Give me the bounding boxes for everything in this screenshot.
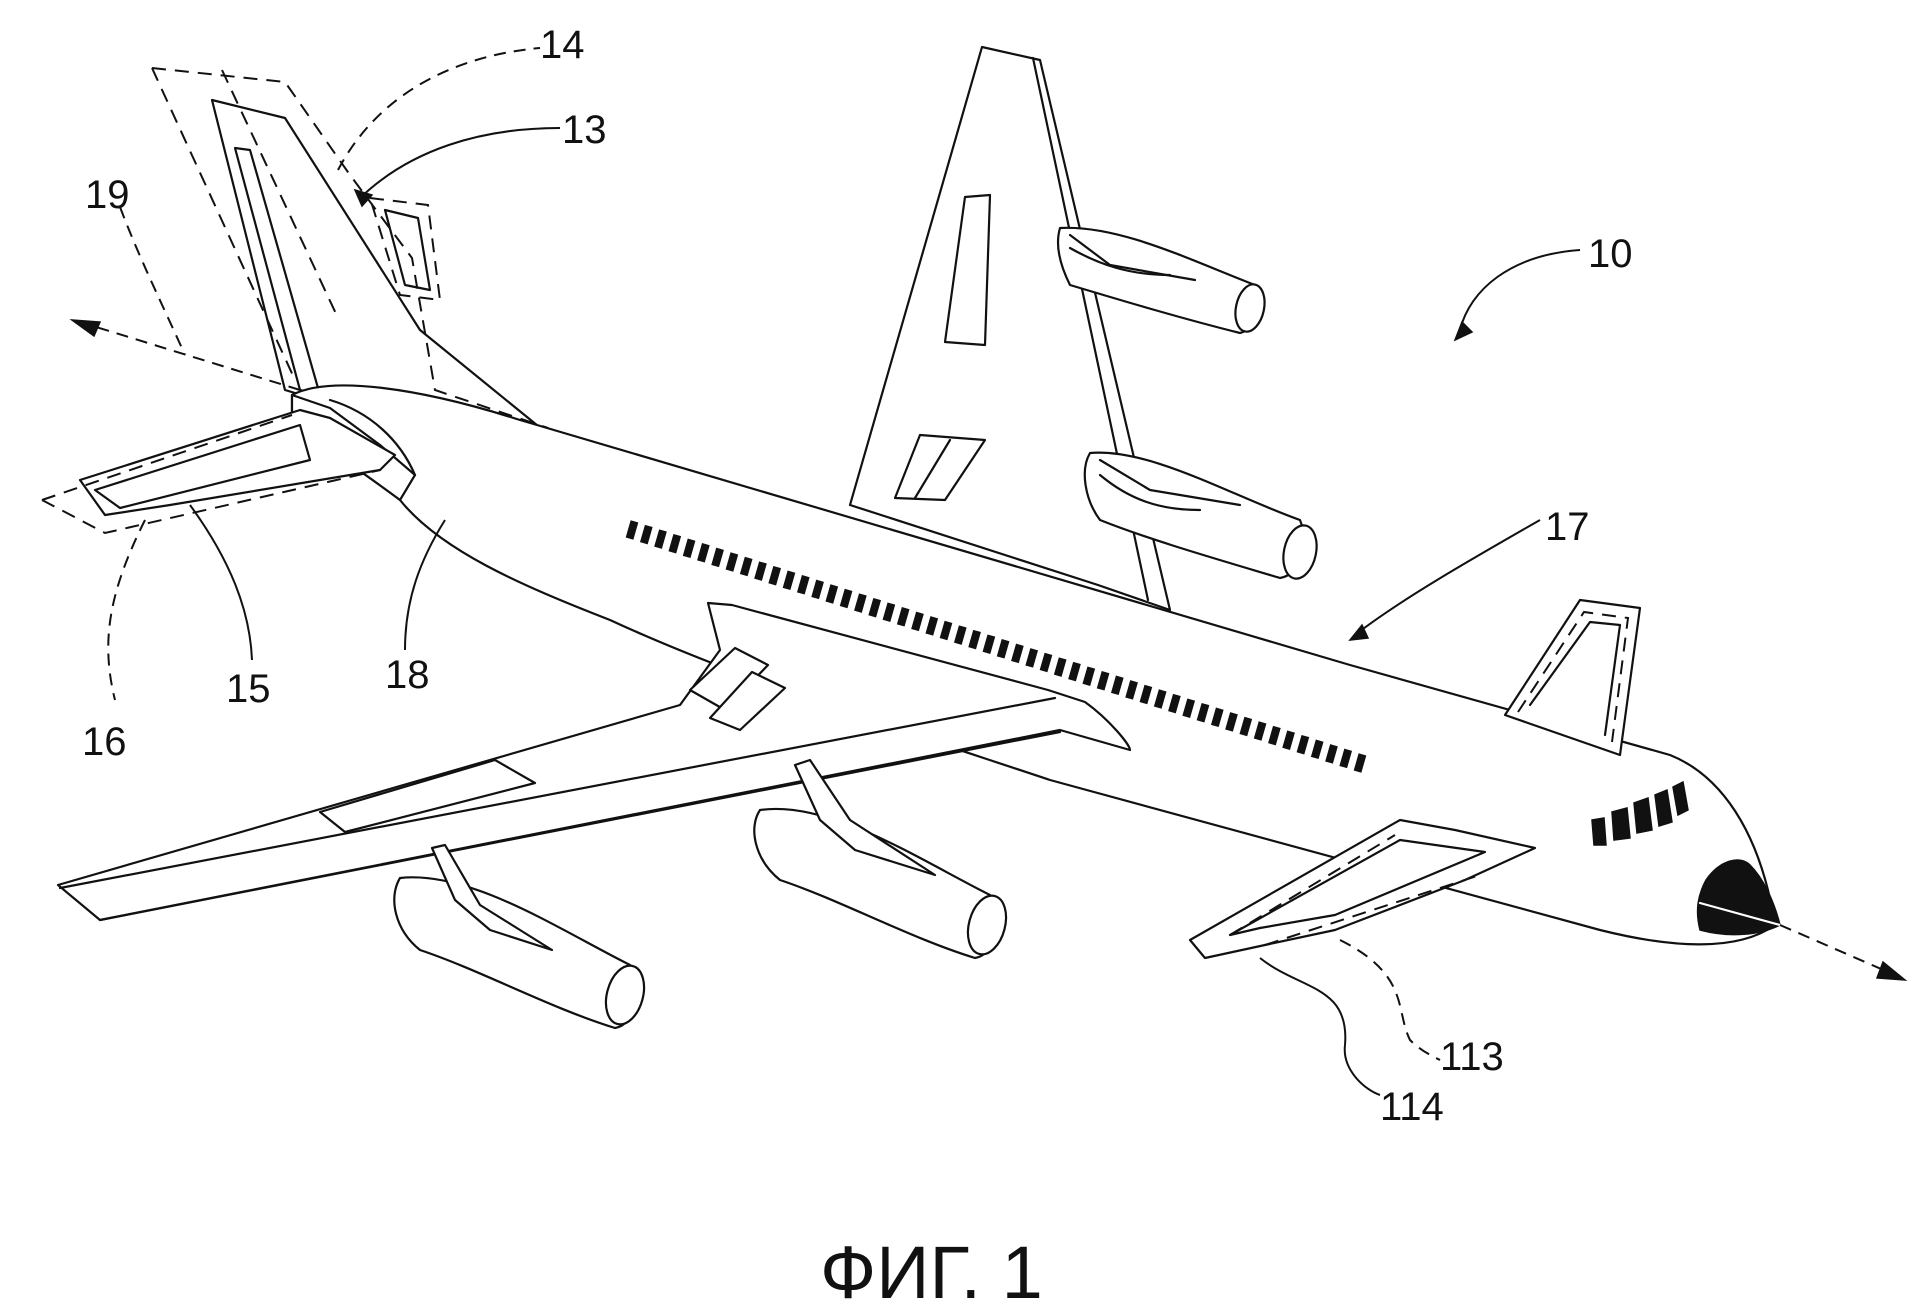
cabin-window <box>939 620 953 641</box>
ref-17: 17 <box>1545 505 1590 549</box>
cabin-window <box>1268 725 1281 746</box>
ref-18: 18 <box>385 653 430 697</box>
cockpit <box>1591 780 1782 936</box>
cabin-window <box>1225 712 1238 732</box>
leader-lines <box>107 47 1581 1096</box>
cabin-window <box>1082 666 1096 686</box>
cabin-window <box>1153 689 1167 709</box>
cabin-window <box>1310 739 1324 760</box>
forward-canard <box>1188 818 1537 960</box>
ref-114: 114 <box>1380 1085 1444 1129</box>
cabin-window <box>1039 652 1053 673</box>
cabin-window <box>768 565 782 586</box>
cabin-window <box>739 556 753 577</box>
cabin-window <box>1353 753 1367 773</box>
cabin-window <box>925 616 939 636</box>
cabin-window <box>711 547 724 568</box>
cabin-window <box>697 543 710 563</box>
far-inboard-engine <box>1083 451 1318 580</box>
vertical-tail <box>151 67 549 432</box>
cabin-window <box>968 629 981 650</box>
cabin-window <box>1239 716 1253 737</box>
ref-19: 19 <box>85 173 130 217</box>
cabin-window <box>1125 680 1138 700</box>
cabin-window <box>1182 698 1196 718</box>
reference-numerals: 14 13 19 10 17 15 18 16 113 114 <box>82 23 1633 1129</box>
cabin-window <box>725 552 739 572</box>
cabin-window <box>782 570 796 591</box>
cabin-window <box>1296 734 1310 755</box>
cabin-window <box>882 602 896 622</box>
cabin-window <box>1068 661 1081 682</box>
ref-10: 10 <box>1588 232 1633 276</box>
cabin-window <box>1339 748 1353 769</box>
near-inboard-engine <box>753 758 1008 960</box>
ref-15: 15 <box>226 667 271 711</box>
cabin-windows <box>625 520 1367 773</box>
cabin-window <box>654 529 667 549</box>
cabin-window <box>911 611 924 632</box>
figure-caption: ФИГ. 1 <box>820 1231 1043 1312</box>
axis-arrows <box>69 319 1908 981</box>
cabin-window <box>796 575 810 595</box>
cabin-window <box>825 584 839 604</box>
far-outboard-engine <box>1056 226 1266 335</box>
cabin-window <box>1053 657 1067 677</box>
ref-113: 113 <box>1440 1035 1504 1079</box>
cabin-window <box>854 593 867 613</box>
cabin-window <box>1210 707 1224 728</box>
cabin-window <box>1011 643 1024 664</box>
cabin-window <box>896 607 910 627</box>
cabin-window <box>996 639 1010 659</box>
cabin-window <box>1168 693 1181 714</box>
near-wing <box>56 601 1132 922</box>
cabin-window <box>1110 675 1124 696</box>
near-outboard-engine <box>393 843 646 1030</box>
cabin-window <box>1139 684 1153 705</box>
cabin-window <box>868 597 882 618</box>
cabin-window <box>668 533 682 554</box>
ref-14: 14 <box>540 23 585 67</box>
cabin-window <box>639 524 653 545</box>
forward-upper-fin <box>1503 598 1642 757</box>
cabin-window <box>625 520 639 540</box>
cabin-window <box>811 579 824 600</box>
cabin-window <box>1253 721 1267 741</box>
ref-16: 16 <box>82 720 127 764</box>
cabin-window <box>953 625 967 645</box>
cabin-window <box>1025 648 1039 668</box>
cabin-window <box>1282 730 1295 750</box>
cabin-window <box>1325 744 1338 764</box>
cabin-window <box>839 588 853 609</box>
ref-13: 13 <box>562 108 607 152</box>
cabin-window <box>982 634 996 654</box>
cabin-window <box>1196 702 1210 723</box>
cabin-window <box>682 538 696 559</box>
cabin-window <box>754 561 767 581</box>
cabin-window <box>1096 671 1110 691</box>
horizontal-stabilizer <box>41 408 397 535</box>
